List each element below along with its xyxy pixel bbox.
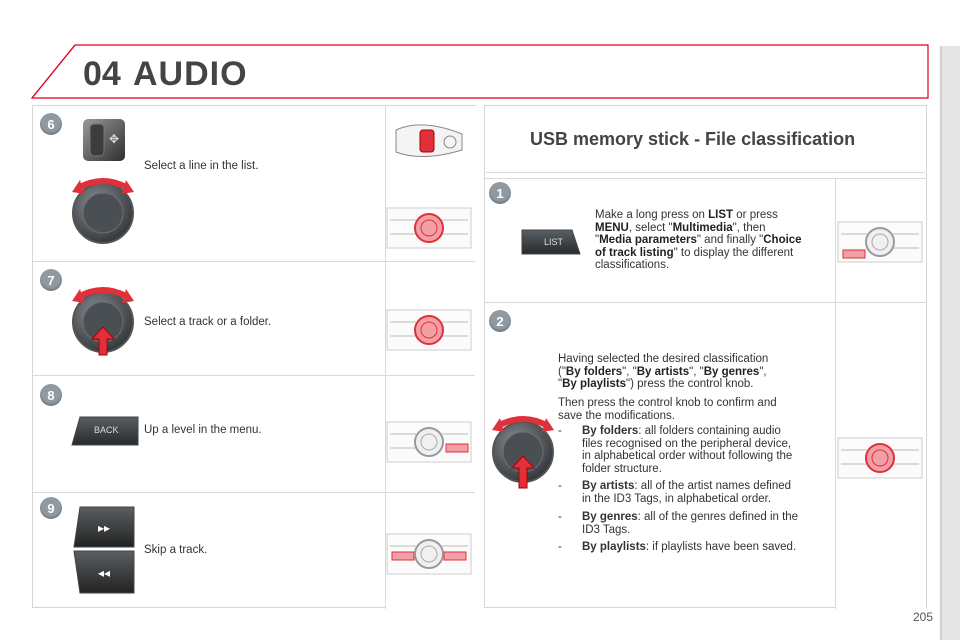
section-title: USB memory stick - File classification	[530, 129, 856, 149]
step-7-text: Select a track or a folder.	[144, 316, 272, 328]
step-2-confirm: Then press the control knob to confirm a…	[558, 397, 777, 422]
page-number: 205	[913, 610, 934, 624]
radio-panel-thumbnail	[386, 207, 472, 249]
list-button-icon: LIST	[520, 228, 582, 256]
steering-control-thumbnail	[395, 124, 463, 158]
chapter-title: AUDIO	[133, 55, 248, 93]
svg-text:◂◂: ◂◂	[98, 566, 110, 580]
step-1-text: Make a long press on LIST or press MENU,…	[595, 209, 802, 272]
back-button-label: BACK	[94, 425, 119, 435]
row-divider	[33, 492, 475, 493]
radio-panel-thumbnail	[386, 309, 472, 351]
steering-roller-icon: ✥	[83, 119, 125, 161]
radio-panel-thumbnail	[386, 421, 472, 463]
control-knob-press-icon	[492, 416, 554, 489]
step-badge-6: 6	[40, 113, 62, 135]
radio-panel-thumbnail	[837, 437, 923, 479]
svg-text:▸▸: ▸▸	[98, 521, 110, 535]
control-knob-press-icon	[72, 287, 134, 356]
radio-panel-thumbnail	[837, 221, 923, 263]
bullet-dash: -	[558, 511, 562, 523]
step-badge-9: 9	[40, 497, 62, 519]
section-title-box	[486, 107, 925, 173]
step-2-intro: Having selected the desired classificati…	[558, 353, 769, 391]
control-knob-rotate-icon	[72, 178, 134, 244]
thumbnail-column	[385, 106, 476, 609]
seek-buttons-icon: ▸▸ ◂◂	[73, 506, 135, 594]
row-divider	[33, 261, 475, 262]
row-divider	[33, 375, 475, 376]
row-divider	[485, 302, 926, 303]
bullet-by-genres: - By genres: all of the genres defined i…	[558, 511, 799, 536]
list-button-label: LIST	[544, 237, 564, 247]
step-badge-8: 8	[40, 384, 62, 406]
side-tab-strip	[940, 46, 960, 640]
svg-text:✥: ✥	[109, 132, 119, 146]
step-badge-7: 7	[40, 269, 62, 291]
step-badge-2: 2	[489, 310, 511, 332]
step-8-text: Up a level in the menu.	[144, 424, 262, 436]
step-6-text: Select a line in the list.	[144, 160, 259, 172]
row-divider	[485, 178, 926, 179]
back-button-icon: BACK	[70, 415, 140, 447]
bullet-by-folders: - By folders: all folders containing aud…	[558, 425, 793, 475]
bullet-dash: -	[558, 480, 562, 492]
step-9-text: Skip a track.	[144, 544, 208, 556]
bullet-dash: -	[558, 425, 562, 437]
bullet-dash: -	[558, 541, 562, 553]
usb-classification-panel	[484, 105, 927, 609]
radio-panel-thumbnail	[386, 533, 472, 575]
chapter-number: 04	[83, 55, 121, 93]
bullet-by-playlists: - By playlists: if playlists have been s…	[558, 541, 797, 553]
step-badge-1: 1	[489, 182, 511, 204]
chapter-header-frame	[30, 40, 930, 102]
bullet-by-artists: - By artists: all of the artist names de…	[558, 480, 792, 505]
